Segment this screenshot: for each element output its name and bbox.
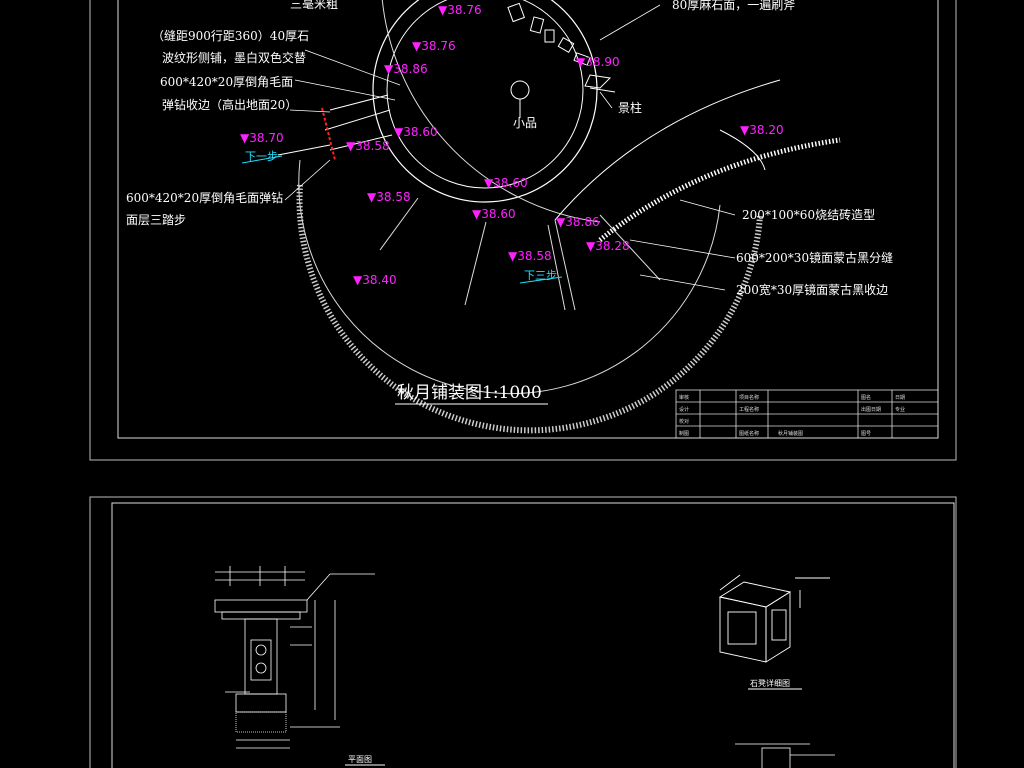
note-column: 景柱 <box>618 100 642 115</box>
note-sculpture: 小品 <box>513 116 537 130</box>
sheet1-outer-frame <box>89 0 957 461</box>
note-top: 三毫米粗 <box>290 0 338 11</box>
stone-cluster <box>507 2 616 93</box>
leader-lines <box>284 4 736 291</box>
note-10: 200宽*30厚镜面蒙古黑收边 <box>736 282 888 297</box>
elevation-8: ▼38.20 <box>740 123 784 137</box>
elevation-10: ▼38.58 <box>367 190 411 204</box>
note-3: 600*420*20厚倒角毛面 <box>160 75 293 89</box>
note-1: （缝距900行距360）40厚石 <box>152 28 309 43</box>
step-line-4 <box>277 144 331 156</box>
elevation-1: ▼38.76 <box>438 3 482 17</box>
sculpture-circle <box>510 80 530 100</box>
drawing-title: 秋月铺装图1:1000 <box>397 383 542 403</box>
step-line-2 <box>329 134 393 151</box>
tb-cell-6: 工程名称 <box>739 406 759 413</box>
tb-cell-8: 图名 <box>861 394 871 401</box>
elevation-12: ▼38.86 <box>556 215 600 229</box>
elevation-5: ▼38.60 <box>394 125 438 139</box>
step-arrow-2 <box>519 276 563 284</box>
elevation-2: ▼38.76 <box>412 39 456 53</box>
note-4: 弹钻收边（高出地面20） <box>162 97 297 112</box>
inner-circle <box>386 0 584 189</box>
note-6: 面层三踏步 <box>126 213 186 227</box>
step-line-3 <box>329 94 389 111</box>
tb-cell-10: 图号 <box>861 431 871 437</box>
stool-plan <box>735 743 835 768</box>
stone-stool-isometric <box>718 574 830 663</box>
note-5: 600*420*20厚倒角毛面弹钻 <box>126 190 283 205</box>
ring-brick-edge <box>296 184 763 434</box>
caption-stone-stool: 石凳详细图 <box>750 678 790 688</box>
step-red-marker <box>321 107 336 161</box>
sheet2-inner-frame <box>111 502 955 768</box>
tb-cell-4: 制图 <box>679 430 689 437</box>
tb-cell-5: 项目名称 <box>739 394 759 401</box>
tb-cell-2: 设计 <box>679 406 689 413</box>
radial-joint-3 <box>554 219 576 311</box>
elevation-9: ▼38.60 <box>484 176 528 190</box>
tb-cell-9: 出图日期 <box>861 406 881 413</box>
tb-cell-12: 专业 <box>895 406 905 413</box>
sheet2-outer-frame <box>89 496 957 768</box>
note-7: 80厚麻石面，一遍刷斧 <box>672 0 795 12</box>
radial-joint-4 <box>547 224 566 311</box>
elevation-markers: ▼38.76 ▼38.76 ▼38.86 ▼38.90 ▼38.60 ▼38.5… <box>240 3 784 287</box>
step-arrow-1 <box>241 155 283 164</box>
elevation-13: ▼38.28 <box>586 239 630 253</box>
tb-cell-11: 日期 <box>895 395 905 401</box>
elevation-7: ▼38.70 <box>240 131 284 145</box>
step-label-1: 下一步 <box>245 150 278 163</box>
elevation-15: ▼38.40 <box>353 273 397 287</box>
middle-circle <box>372 0 598 203</box>
elevation-14: ▼38.58 <box>508 249 552 263</box>
path-curve-3 <box>719 129 766 171</box>
tb-cell-3: 校对 <box>679 418 689 425</box>
radial-joint-5 <box>599 214 661 281</box>
step-line-1 <box>324 109 391 131</box>
path-curve-2 <box>598 137 841 242</box>
note-8: 200*100*60烧结砖造型 <box>742 207 875 222</box>
title-block <box>675 389 939 439</box>
radial-joint-1 <box>379 197 419 251</box>
elevation-6: ▼38.58 <box>346 139 390 153</box>
tb-cell-1: 审核 <box>679 394 689 401</box>
elevation-11: ▼38.60 <box>472 207 516 221</box>
ring-inner-edge <box>298 159 721 395</box>
tb-cell-7: 图纸名称 <box>739 430 759 437</box>
note-2: 波纹形侧铺，墨白双色交替 <box>162 50 306 65</box>
elevation-3: ▼38.86 <box>384 62 428 76</box>
elevation-4: ▼38.90 <box>576 55 620 69</box>
path-curve-1 <box>554 79 781 221</box>
stone-table-elevation <box>214 566 375 749</box>
arc-guide <box>381 0 601 223</box>
caption-plan: 平面图 <box>348 755 372 764</box>
tb-cell-13: 秋月铺装图 <box>778 430 803 437</box>
sheet1-inner-frame <box>117 0 939 439</box>
radial-joint-2 <box>464 221 487 306</box>
note-9: 600*200*30镜面蒙古黑分缝 <box>736 250 893 265</box>
